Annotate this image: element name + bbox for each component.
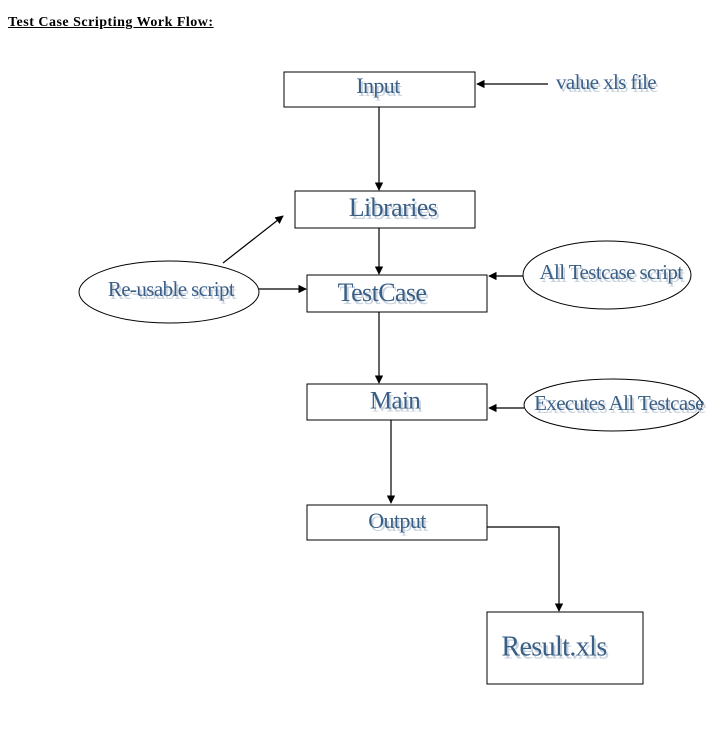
value-file-label-shadow: value xls file — [558, 73, 658, 97]
main-label: Main — [370, 388, 421, 415]
output-box — [306, 504, 488, 541]
main-label-shadow: Main — [372, 391, 423, 418]
reusable-label-shadow: Re-usable script — [110, 280, 237, 304]
testcase-label-shadow: TestCase — [340, 281, 429, 310]
output-label-shadow: Output — [370, 511, 428, 536]
result-label: Result.xls — [501, 631, 606, 662]
input-box — [283, 71, 476, 108]
reusable-ellipse — [78, 260, 260, 324]
value-file-label: value xls file — [556, 70, 656, 94]
reusable-label: Re-usable script — [108, 277, 235, 301]
node-labels: Input Input Libraries Libraries TestCase… — [108, 70, 707, 666]
input-label-shadow: Input — [358, 76, 402, 101]
arrow-output-to-result — [487, 526, 564, 612]
testcase-label: TestCase — [338, 278, 427, 307]
libraries-label-shadow: Libraries — [351, 196, 440, 225]
alltestcase-ellipse — [522, 240, 692, 310]
alltestcase-label-shadow: All Testcase script — [541, 263, 685, 287]
executes-label: Executes All Testcase — [534, 391, 704, 415]
arrow-reusable-to-libraries — [222, 215, 284, 264]
libraries-label: Libraries — [349, 193, 438, 222]
testcase-box — [306, 274, 488, 313]
libraries-box — [294, 190, 476, 229]
output-label: Output — [368, 508, 426, 533]
input-label: Input — [356, 73, 400, 98]
source-ellipses — [78, 240, 703, 432]
executes-label-shadow: Executes All Testcase — [536, 394, 706, 418]
executes-ellipse — [523, 378, 703, 432]
page-title: Test Case Scripting Work Flow: — [8, 15, 214, 30]
alltestcase-label: All Testcase script — [539, 260, 683, 284]
result-label-shadow: Result.xls — [503, 634, 608, 665]
main-box — [306, 383, 488, 421]
edges — [222, 79, 564, 612]
process-boxes — [283, 71, 644, 685]
result-box — [486, 611, 644, 685]
